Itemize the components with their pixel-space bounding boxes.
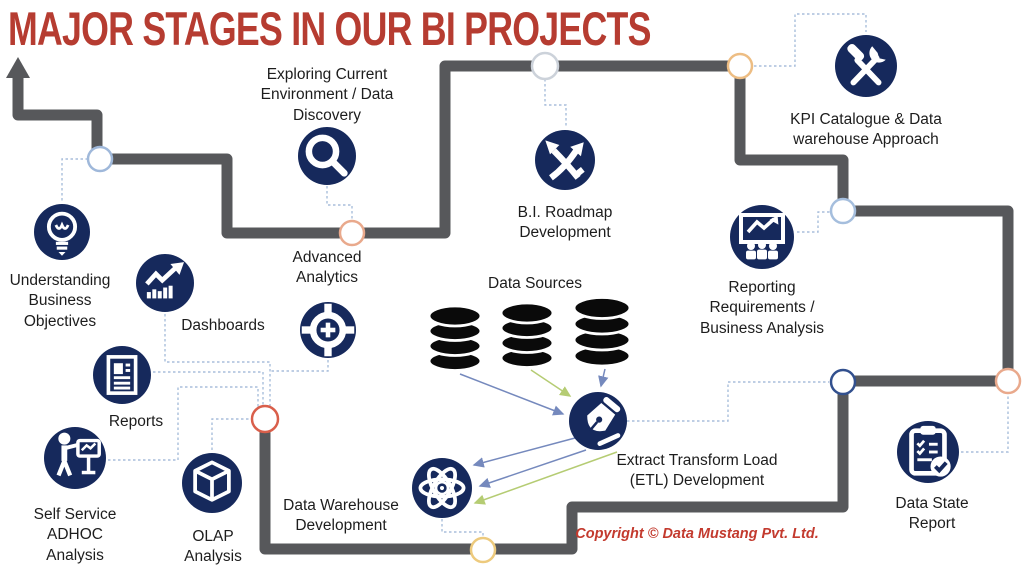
label-reporting-requirements: Reporting Requirements / Business Analys… bbox=[699, 279, 825, 337]
page-title: MAJOR STAGES IN OUR BI PROJECTS bbox=[8, 2, 651, 55]
crosshair-icon bbox=[300, 302, 356, 358]
lightbulb-icon bbox=[34, 204, 90, 260]
label-kpi-catalogue: KPI Catalogue & Data warehouse Approach bbox=[790, 111, 942, 149]
label-bi-roadmap-development: B.I. Roadmap Development bbox=[517, 204, 613, 242]
label-exploring-current-environment: Exploring Current Environment / Data Dis… bbox=[260, 66, 394, 124]
line-chart-icon bbox=[136, 254, 194, 312]
atom-icon bbox=[412, 458, 472, 518]
label-data-state-report: Data State Report bbox=[895, 495, 969, 533]
database-cylinder-2 bbox=[499, 301, 555, 369]
label-etl-development: Extract Transform Load (ETL) Development bbox=[616, 452, 778, 490]
main-path bbox=[12, 60, 1014, 555]
label-reports: Reports bbox=[108, 413, 164, 430]
copyright-text: Copyright © Data Mustang Pvt. Ltd. bbox=[575, 526, 819, 542]
path-start-arrow bbox=[6, 57, 30, 78]
data-flow-arrows bbox=[459, 368, 618, 505]
milestone-node bbox=[338, 219, 366, 247]
cube-icon bbox=[182, 453, 242, 513]
database-icon bbox=[427, 296, 632, 372]
document-icon bbox=[93, 346, 151, 404]
milestone-node bbox=[829, 368, 857, 396]
hammer-wrench-icon bbox=[835, 35, 897, 97]
label-olap-analysis: OLAP Analysis bbox=[184, 528, 242, 566]
milestone-node bbox=[250, 404, 280, 434]
milestone-node bbox=[829, 197, 857, 225]
clipboard-check-icon bbox=[897, 421, 959, 483]
pen-nib-icon bbox=[569, 392, 627, 450]
database-cylinder-1 bbox=[427, 304, 483, 372]
milestone-node bbox=[469, 536, 497, 564]
magnifier-icon bbox=[298, 127, 356, 185]
milestone-nodes bbox=[86, 51, 1022, 564]
label-self-service-adhoc-analysis: Self Service ADHOC Analysis bbox=[33, 506, 117, 564]
milestone-node bbox=[86, 145, 114, 173]
milestone-node bbox=[530, 51, 560, 81]
milestone-node bbox=[994, 367, 1022, 395]
milestone-node bbox=[726, 52, 754, 80]
label-data-sources: Data Sources bbox=[488, 275, 582, 292]
label-data-warehouse-development: Data Warehouse Development bbox=[283, 497, 399, 535]
label-understanding-business-objectives: Understanding Business Objectives bbox=[9, 272, 111, 330]
crossing-arrows-icon bbox=[535, 130, 595, 190]
presenter-icon bbox=[44, 427, 106, 489]
dotted-connectors bbox=[61, 13, 1009, 537]
label-dashboards: Dashboards bbox=[181, 317, 265, 334]
presentation-chart-icon bbox=[730, 205, 794, 269]
database-cylinder-3 bbox=[572, 296, 632, 368]
label-advanced-analytics: Advanced Analytics bbox=[292, 249, 362, 287]
